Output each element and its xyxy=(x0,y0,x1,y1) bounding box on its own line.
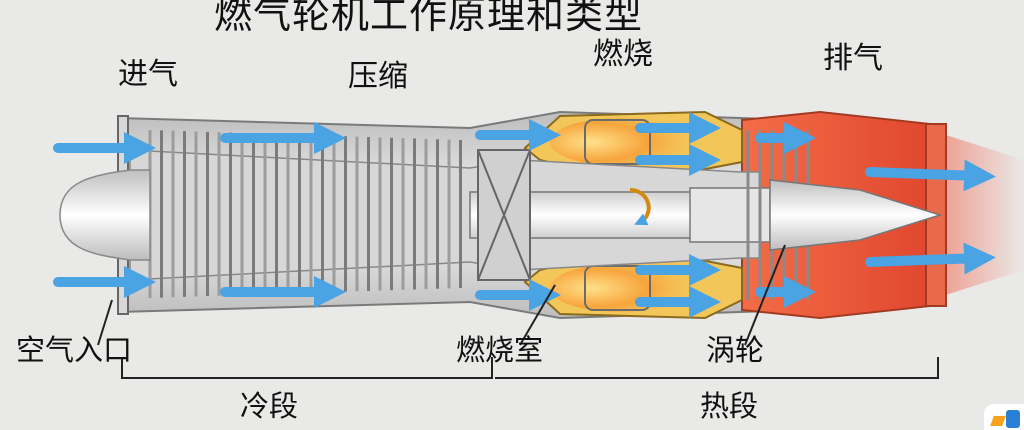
hot-section-bracket xyxy=(495,357,939,379)
flow-arrow-icon xyxy=(865,159,996,192)
compressor-stages xyxy=(148,130,462,298)
exhaust-cone xyxy=(769,179,943,251)
combustor-liner-top xyxy=(584,119,651,165)
label-air-inlet: 空气入口 xyxy=(16,333,133,367)
diffuser-x xyxy=(477,149,531,281)
label-combustor: 燃烧室 xyxy=(456,333,544,367)
label-intake: 进气 xyxy=(118,57,178,92)
nose-spinner xyxy=(59,169,151,261)
label-cold-section: 冷段 xyxy=(240,389,299,423)
turbine-leader xyxy=(744,244,786,346)
label-hot-section: 热段 xyxy=(700,389,759,423)
label-compression: 压缩 xyxy=(348,59,408,94)
watermark-logo-icon xyxy=(984,404,1024,430)
combustor-leader xyxy=(519,284,556,346)
cold-section-bracket xyxy=(121,357,493,379)
label-combustion: 燃烧 xyxy=(593,37,653,72)
turbine-hub xyxy=(689,187,771,243)
label-turbine: 涡轮 xyxy=(706,333,765,367)
flow-arrow-icon xyxy=(865,242,996,275)
rotation-arrow-icon xyxy=(629,188,651,226)
airflow-arrows xyxy=(53,111,996,319)
label-exhaust: 排气 xyxy=(823,41,883,76)
combustor-liner-bottom xyxy=(584,265,651,311)
air-inlet-leader xyxy=(97,299,113,346)
page-title: 燃气轮机工作原理和类型 xyxy=(214,0,644,37)
